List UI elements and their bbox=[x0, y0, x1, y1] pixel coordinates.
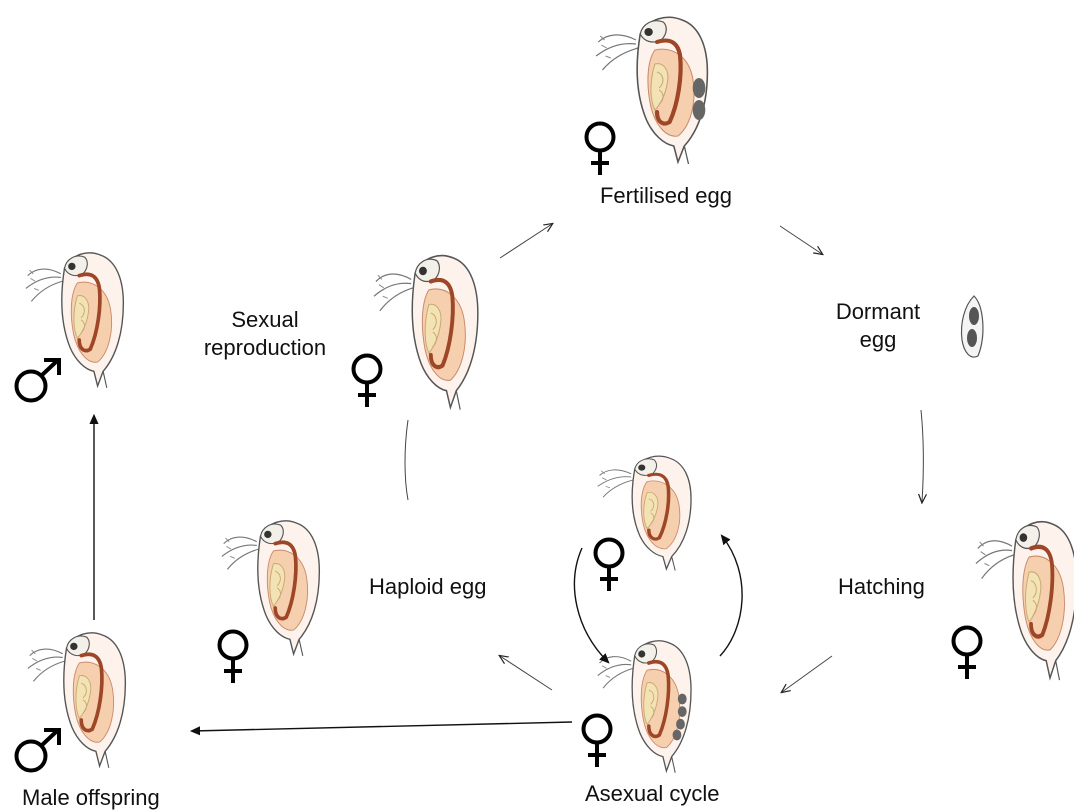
daphnia-sexual-female bbox=[374, 256, 478, 410]
arrow-asexual-to-male bbox=[192, 722, 572, 731]
arrow-dormant-to-hatching bbox=[921, 410, 923, 502]
female-symbol-icon bbox=[954, 628, 981, 680]
male-symbol-icon bbox=[17, 360, 60, 401]
female-symbol-icon bbox=[220, 632, 247, 684]
female-symbol-icon bbox=[587, 124, 614, 176]
female-symbol-icon bbox=[584, 716, 611, 768]
daphnia-asexual-bottom bbox=[598, 641, 691, 773]
arrow-sexual-to-fertilised bbox=[500, 224, 552, 258]
label-asexual-cycle: Asexual cycle bbox=[585, 780, 720, 808]
label-dormant-egg: Dormant egg bbox=[828, 298, 928, 354]
label-fertilised-egg: Fertilised egg bbox=[586, 182, 746, 210]
label-hatching: Hatching bbox=[838, 573, 925, 601]
daphnia-hatched bbox=[976, 522, 1074, 680]
daphnia-haploid bbox=[222, 521, 320, 656]
line-haploid-to-sexual bbox=[405, 420, 408, 500]
arrow-hatching-to-asexual bbox=[782, 656, 832, 692]
female-symbol-icon bbox=[596, 540, 623, 592]
arrow-fertilised-to-dormant bbox=[780, 226, 822, 254]
daphnia-male-top bbox=[26, 253, 124, 388]
female-symbol-icon bbox=[354, 356, 381, 408]
label-sexual-reproduction: Sexual reproduction bbox=[188, 306, 342, 362]
egg-in-brood-pouch bbox=[693, 78, 706, 98]
arrow-asexual-cycle-up bbox=[720, 536, 742, 656]
label-haploid-egg: Haploid egg bbox=[369, 573, 486, 601]
label-male-offspring: Male offspring bbox=[22, 784, 160, 812]
ephippium-egg-icon bbox=[962, 296, 983, 357]
daphnia-asexual-top bbox=[598, 456, 691, 570]
arrow-asexual-to-haploid bbox=[500, 656, 552, 690]
male-symbol-icon bbox=[17, 730, 60, 771]
